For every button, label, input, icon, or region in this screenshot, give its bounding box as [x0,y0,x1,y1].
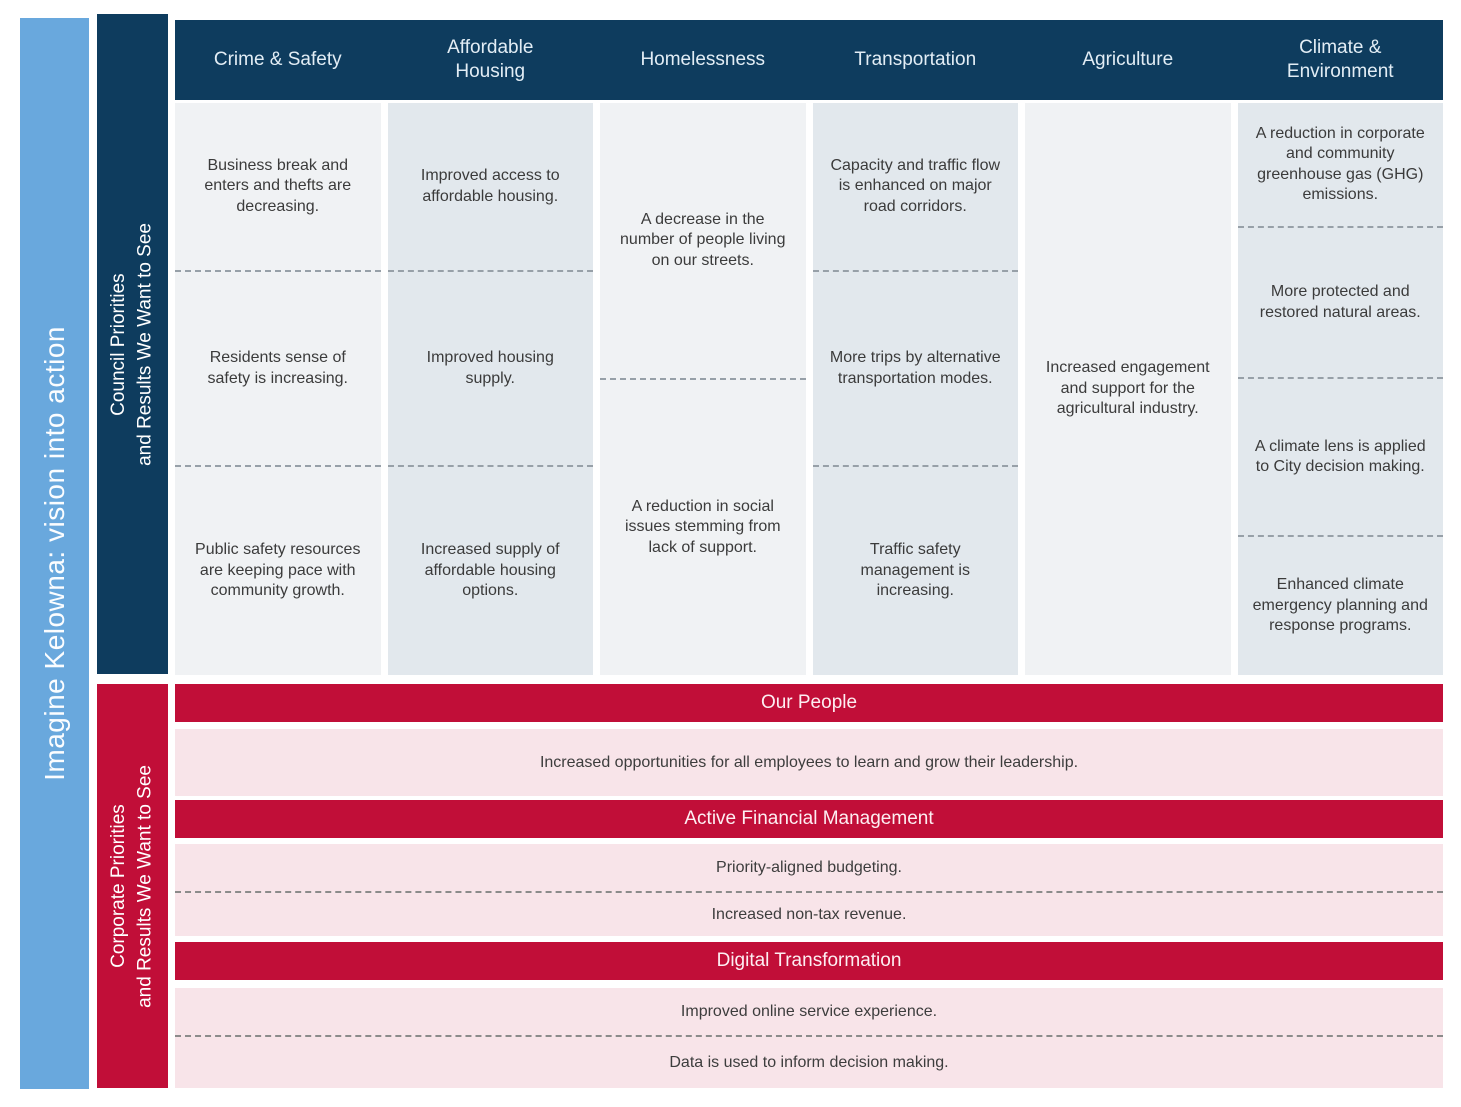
council-results-panels: Business break and enters and thefts are… [175,103,1443,675]
corporate-priorities-section: Our People Increased opportunities for a… [175,684,1443,1088]
column-header-agriculture: Agriculture [1082,49,1174,71]
corporate-bar-line2: and Results We Want to See [134,764,156,1008]
column-homelessness: A decrease in the number of people livin… [600,103,806,675]
result-row: Priority-aligned budgeting. [175,844,1443,893]
result-cell: Increased supply of affordable housing o… [420,541,560,600]
column-affordable-housing: Improved access to affordable housing. I… [387,103,593,675]
imagine-kelowna-banner: Imagine Kelowna: vision into action [20,18,89,1089]
digital-transformation-results: Improved online service experience. Data… [175,988,1443,1088]
corporate-priorities-bar: Corporate Priorities and Results We Want… [97,684,168,1088]
column-header-climate-environment: Climate & Environment [1286,37,1394,82]
column-crime-safety: Business break and enters and thefts are… [175,103,381,675]
result-cell: A reduction in social issues stemming fr… [624,497,781,556]
result-cell: Increased engagement and support for the… [1045,359,1210,418]
result-cell: A decrease in the number of people livin… [600,103,806,380]
result-row: Increased non-tax revenue. [711,905,907,923]
result-cell: Capacity and traffic flow is enhanced on… [812,103,1018,272]
result-row: Data is used to inform decision making. [669,1053,949,1071]
result-cell: A reduction in corporate and community g… [1237,103,1443,228]
result-cell: More protected and restored natural area… [1237,228,1443,379]
council-header-band: Crime & Safety Affordable Housing Homele… [175,20,1443,100]
result-cell: Residents sense of safety is increasing. [175,272,381,467]
active-financial-management-results: Priority-aligned budgeting. Increased no… [175,844,1443,936]
result-cell: Improved housing supply. [387,272,593,467]
section-header-our-people: Our People [175,684,1443,722]
column-header-transportation: Transportation [854,49,977,71]
section-header-digital-transformation: Digital Transformation [175,942,1443,980]
column-transportation: Capacity and traffic flow is enhanced on… [812,103,1018,675]
result-row: Increased opportunities for all employee… [539,753,1079,771]
result-cell: Business break and enters and thefts are… [175,103,381,272]
result-cell: Traffic safety management is increasing. [860,541,970,600]
council-priorities-bar: Council Priorities and Results We Want t… [97,14,168,674]
corporate-priorities-label: Corporate Priorities and Results We Want… [106,765,159,1008]
banner-title: Imagine Kelowna: vision into action [38,326,70,781]
column-climate-environment: A reduction in corporate and community g… [1237,103,1443,675]
council-priorities-label: Council Priorities and Results We Want t… [106,223,159,466]
result-cell: Enhanced climate emergency planning and … [1252,576,1428,635]
result-cell: A climate lens is applied to City decisi… [1237,379,1443,537]
column-header-crime-safety: Crime & Safety [213,49,342,71]
column-agriculture: Increased engagement and support for the… [1025,103,1231,675]
council-bar-line1: Council Priorities [107,272,129,416]
result-cell: More trips by alternative transportation… [812,272,1018,467]
our-people-results: Increased opportunities for all employee… [175,729,1443,796]
council-bar-line2: and Results We Want to See [134,222,156,466]
column-header-affordable-housing: Affordable Housing [447,37,534,82]
corporate-bar-line1: Corporate Priorities [107,804,129,968]
result-cell: Public safety resources are keeping pace… [195,541,361,600]
section-header-active-financial-management: Active Financial Management [175,800,1443,838]
column-header-homelessness: Homelessness [640,49,766,71]
result-row: Improved online service experience. [175,988,1443,1037]
result-cell: Improved access to affordable housing. [387,103,593,272]
council-header-grid: Crime & Safety Affordable Housing Homele… [175,20,1443,100]
